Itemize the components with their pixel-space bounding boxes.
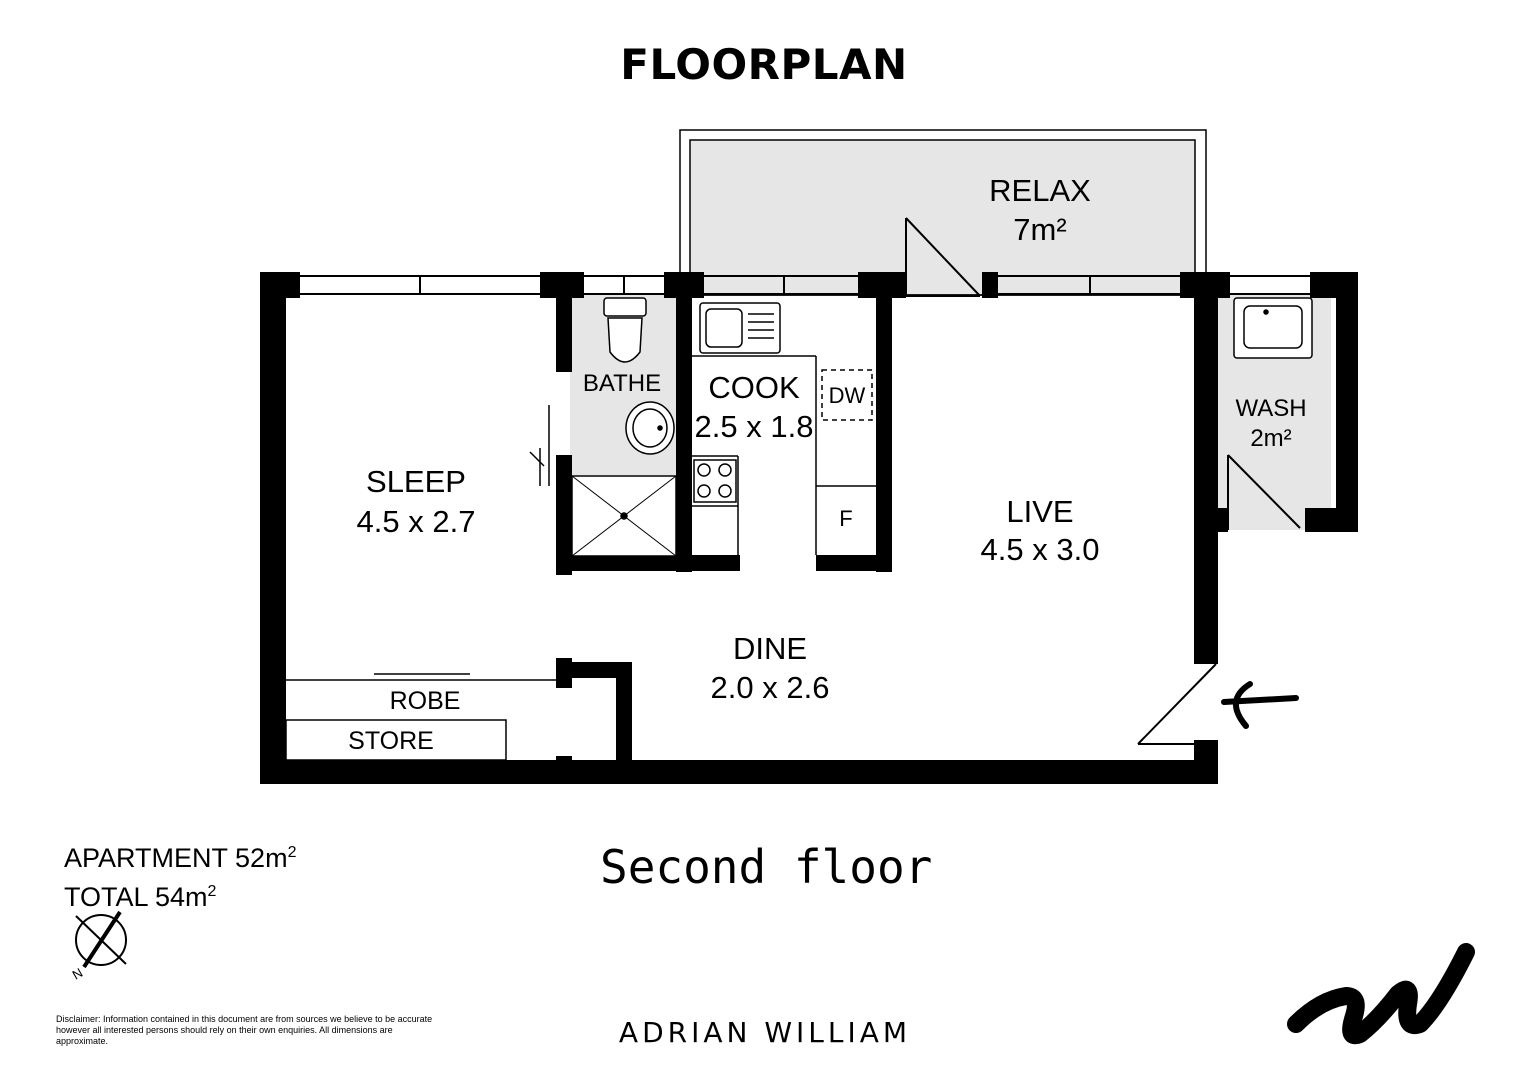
wash-door-swing xyxy=(1227,454,1301,530)
relax-balcony-floor xyxy=(690,140,1195,295)
windows xyxy=(300,275,1310,295)
bathe-name: BATHE xyxy=(583,370,661,397)
sleep-size: 4.5 x 2.7 xyxy=(357,504,476,539)
entry-arrow-icon xyxy=(1221,681,1299,729)
brand-name: ADRIAN WILLIAM xyxy=(618,1016,912,1049)
dine-size: 2.0 x 2.6 xyxy=(711,670,830,705)
relax-name: RELAX xyxy=(989,173,1091,208)
walls xyxy=(260,272,1358,784)
apartment-area: APARTMENT 52m2 xyxy=(64,843,297,873)
shower-icon xyxy=(571,475,677,557)
cooktop-icon xyxy=(693,459,737,503)
dishwasher-label: DW xyxy=(829,383,866,408)
sink-icon xyxy=(699,302,781,354)
relax-area: 7m² xyxy=(1013,212,1066,247)
kitchen-counters xyxy=(692,355,876,555)
sleep-name: SLEEP xyxy=(366,464,466,499)
total-area: TOTAL 54m2 xyxy=(64,882,217,912)
entry-door-swing xyxy=(1137,663,1217,745)
robe-store-units xyxy=(285,673,556,761)
dine-name: DINE xyxy=(733,631,807,666)
dishwasher-outline xyxy=(821,369,873,421)
toilet-icon xyxy=(603,297,647,363)
compass-icon xyxy=(75,910,127,969)
compass-label: N xyxy=(70,965,86,983)
wash-name: WASH xyxy=(1235,395,1306,422)
fridge-label: F xyxy=(839,506,852,531)
cook-name: COOK xyxy=(708,370,800,405)
live-name: LIVE xyxy=(1006,494,1073,529)
floor-label: Second floor xyxy=(600,840,933,894)
balcony-door-swing xyxy=(905,217,981,297)
page-title: FLOORPLAN xyxy=(620,40,908,89)
disclaimer-text: Disclaimer: Information contained in thi… xyxy=(56,1014,433,1046)
brand-logo-icon xyxy=(1287,943,1475,1045)
area-summary: APARTMENT 52m2 TOTAL 54m2 xyxy=(64,836,296,914)
basin-icon xyxy=(625,401,675,455)
store-name: STORE xyxy=(348,727,434,755)
laundry-tub-icon xyxy=(1233,297,1313,359)
live-size: 4.5 x 3.0 xyxy=(981,532,1100,567)
wash-area: 2m² xyxy=(1250,425,1291,452)
cook-size: 2.5 x 1.8 xyxy=(695,409,814,444)
robe-name: ROBE xyxy=(390,687,461,715)
bathe-sliding-door xyxy=(529,405,550,486)
